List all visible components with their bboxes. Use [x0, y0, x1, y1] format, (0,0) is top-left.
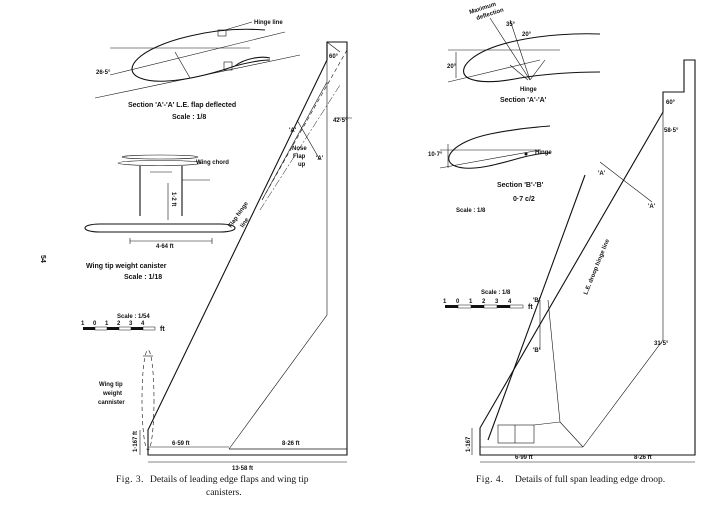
- fig3-angle-tip: 60°: [329, 54, 339, 60]
- fig3-section-aa-airfoil: [94, 21, 301, 99]
- fig3-canister-title: Wing tip weight canister: [86, 263, 167, 270]
- fig3-dim-root-chord: 6·59 ft: [172, 441, 190, 447]
- fig4-droop-hinge-line: L.E. droop hinge line: [583, 238, 611, 296]
- fig4-hinge-bb: Hinge: [535, 150, 552, 156]
- fig4-section-bb-airfoil: [439, 125, 551, 169]
- fig3-flap-hinge-1: line: [240, 217, 251, 229]
- fig4-section-bb: Section 'B'-'B': [497, 182, 544, 189]
- fig3-canister-height: 1·2 ft: [170, 192, 176, 206]
- fig4-angle-315: 31·5°: [654, 341, 669, 347]
- fig3-section-mark-a1: 'A': [289, 128, 297, 134]
- fig4-dim-height: 1·167: [466, 436, 472, 452]
- fig3-scale-tick-0: 1: [81, 321, 85, 327]
- fig3-nose-flap-0: Nose: [292, 146, 307, 152]
- fig4-angle-20-left: 20°: [447, 64, 457, 70]
- fig4-scale-tick-0: 1: [443, 299, 447, 305]
- fig3-wing-chord-label: Wing chord: [196, 160, 229, 166]
- fig4-section-mark-b1: 'B': [533, 298, 541, 304]
- fig3-wing-planform: [139, 41, 352, 463]
- fig4-dim-699: 6·99 ft: [515, 455, 533, 461]
- fig3-scale-tick-3: 2: [117, 321, 121, 327]
- fig3-canister-length: 4·64 ft: [156, 244, 174, 250]
- fig4-section-aa: Section 'A'-'A': [500, 97, 547, 104]
- fig3-scale-bar: [83, 326, 156, 331]
- fig3-dim-span: 13·58 ft: [232, 466, 253, 472]
- fig4-section-bb-sub: 0·7 c/2: [513, 196, 535, 203]
- fig4-scale-tick-3: 2: [482, 299, 486, 305]
- fig3-section-aa-scale: Scale : 1/8: [172, 114, 206, 121]
- fig4-section-mark-b2: 'B': [533, 348, 541, 354]
- fig3-wing-tip-1: weight: [102, 391, 122, 397]
- fig4-dim-826: 8·26 ft: [634, 455, 652, 461]
- fig3-angle-flap: 26·5°: [96, 70, 111, 76]
- fig3-wing-tip-2: cannister: [98, 400, 125, 406]
- fig4-hinge-label: Hinge: [520, 87, 537, 93]
- fig3-caption-text: Details of leading edge flaps and wing t…: [150, 474, 309, 485]
- fig3-nose-flap-1: Flap: [293, 154, 306, 160]
- fig3-scale-label: Scale : 1/54: [117, 314, 150, 320]
- fig4-section-mark-a1: 'A': [598, 171, 606, 177]
- fig4-section-mark-a2: 'A': [648, 204, 656, 210]
- fig3-wing-tip-0: Wing tip: [99, 382, 123, 388]
- fig4-scale-unit: ft: [528, 304, 533, 311]
- fig3-dim-tip-chord: 8·26 ft: [282, 441, 300, 447]
- fig3-caption-label: Fig. 3.: [116, 475, 144, 485]
- fig3-hinge-line-label: Hinge line: [254, 20, 283, 26]
- fig3-nose-flap-2: up: [298, 162, 306, 168]
- fig4-scale-tick-2: 1: [469, 299, 473, 305]
- fig3-caption-text2: canisters.: [206, 488, 242, 498]
- page-number: 54: [39, 255, 46, 263]
- fig3-diagram: Hinge line 26·5° Section 'A'-'A' L.E. fl…: [81, 20, 352, 498]
- fig4-scale-tick-5: 4: [508, 299, 512, 305]
- fig4-max-deflection-2: 35°: [506, 22, 516, 28]
- fig3-scale-tick-5: 4: [141, 321, 145, 327]
- fig4-angle-107: 10·7°: [428, 152, 443, 158]
- fig4-angle-20-top: 20°: [522, 32, 532, 38]
- fig4-scale-bar: [445, 304, 524, 309]
- fig3-scale-tick-4: 3: [129, 321, 133, 327]
- fig4-diagram: Maximum deflection 35° 20° 20° Hinge Sec…: [428, 2, 696, 485]
- fig4-scale-18: Scale : 1/8: [456, 208, 486, 214]
- fig4-caption-label: Fig. 4.: [476, 475, 504, 485]
- fig4-scale-tick-4: 3: [495, 299, 499, 305]
- fig3-scale-tick-2: 1: [105, 321, 109, 327]
- fig4-angle-585: 58·5°: [664, 128, 679, 134]
- fig3-dim-tip-height: 1·167 ft: [133, 431, 139, 452]
- fig4-scale-label: Scale : 1/8: [481, 290, 511, 296]
- fig3-angle-hinge: 42·5°: [333, 118, 348, 124]
- fig3-canister-drawing: [84, 154, 236, 244]
- fig3-section-aa-title: Section 'A'-'A' L.E. flap deflected: [128, 102, 236, 109]
- fig4-angle-60: 60°: [666, 100, 676, 106]
- fig4-caption-text: Details of full span leading edge droop.: [515, 474, 665, 485]
- fig4-scale-tick-1: 0: [456, 299, 460, 305]
- fig4-section-aa-airfoil: [447, 17, 601, 83]
- fig3-section-mark-a2: 'A': [316, 156, 324, 162]
- fig3-canister-scale: Scale : 1/18: [124, 274, 162, 281]
- fig3-scale-tick-1: 0: [93, 321, 97, 327]
- fig3-scale-unit: ft: [160, 326, 165, 333]
- fig4-wing-planform: [471, 59, 696, 463]
